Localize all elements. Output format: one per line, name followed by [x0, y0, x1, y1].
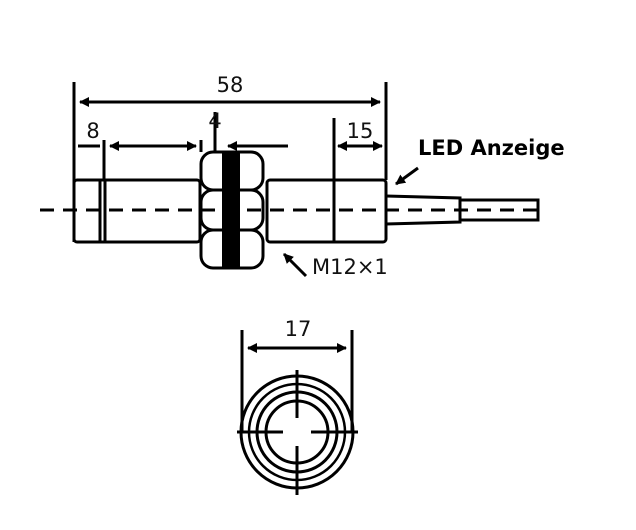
thread-pointer-arrow [282, 252, 308, 278]
dimension-label-58: 58 [217, 73, 244, 97]
front-view: 17 [237, 317, 358, 495]
side-view: 58 8 4 15 LED Anzeige M12×1 [40, 73, 565, 279]
sensor-rear-body [265, 178, 388, 244]
cable [458, 198, 540, 222]
dimension-label-8: 8 [86, 119, 99, 143]
led-pointer-arrow [395, 166, 419, 186]
crosshair [237, 370, 358, 495]
thread-label: M12×1 [312, 255, 388, 279]
hex-nut [199, 150, 265, 270]
dimension-label-4: 4 [208, 109, 221, 133]
dimension-label-15: 15 [347, 119, 374, 143]
led-indicator-label: LED Anzeige [418, 136, 565, 160]
dimension-label-17: 17 [285, 317, 312, 341]
